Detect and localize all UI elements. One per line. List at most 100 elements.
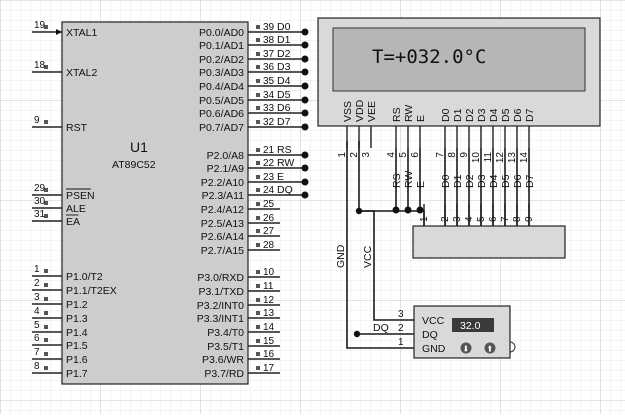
mcu-net-label: D4 — [277, 75, 291, 87]
mcu-pin-name: RST — [66, 122, 88, 134]
lcd-pin-number: 2 — [349, 152, 360, 158]
mcu-pin-name: P2.5/A13 — [201, 218, 244, 230]
mcu-pin-name: P2.0/A8 — [207, 150, 245, 162]
sensor-port-marker — [509, 341, 516, 353]
lcd-pin-label: D2 — [464, 108, 476, 122]
mcu-pin-number: 8 — [34, 361, 40, 372]
lcd-pin-label: RS — [391, 107, 403, 122]
pin-marker — [256, 175, 260, 179]
mcu-pin-name: P2.6/A14 — [201, 231, 244, 243]
pin-marker — [256, 161, 260, 165]
mcu-pin-name: P0.4/AD4 — [199, 81, 244, 93]
mcu-pin-number: 25 — [263, 199, 275, 210]
mcu-component[interactable]: U1 AT89C52 19XTAL118XTAL29RST29PSEN30ALE… — [32, 20, 309, 385]
pin-marker — [44, 311, 48, 315]
lcd-pin-label: E — [415, 115, 427, 122]
mcu-pin-number: 4 — [34, 306, 40, 317]
pin-marker — [44, 297, 48, 301]
mcu-left-pins: 19XTAL118XTAL29RST29PSEN30ALE31EA1P1.0/T… — [32, 20, 117, 380]
pin-marker — [44, 366, 48, 370]
sensor-pin-number: 3 — [398, 309, 404, 320]
lcd-pin-number: 9 — [459, 152, 470, 158]
mcu-pin-name: P1.7 — [66, 368, 88, 380]
mcu-pin-name: P3.3/INT1 — [197, 313, 244, 325]
pin-marker — [256, 65, 260, 69]
net-terminal-dot — [301, 82, 309, 90]
pin-marker — [256, 38, 260, 42]
lcd-pin-number: 11 — [483, 152, 494, 163]
lcd-bus-net-label: D7 — [524, 174, 536, 188]
mcu-pin-name: P0.0/AD0 — [199, 27, 244, 39]
mcu-pin-number: 36 — [263, 62, 275, 73]
lcd-component[interactable]: T=+032.0°C VSS1VDD2VEE3RS4RW5E6D07D18D29… — [317, 17, 601, 163]
mcu-pin-name: P1.4 — [66, 327, 88, 339]
pin-marker — [44, 269, 48, 273]
lcd-pin-label: VDD — [354, 99, 366, 122]
sensor-pin-label: VCC — [422, 315, 445, 327]
lcd-pin-number: 14 — [519, 152, 530, 164]
vcc-to-resistor-wire — [359, 210, 425, 226]
mcu-pin-name: P0.6/AD6 — [199, 108, 244, 120]
mcu-pin-number: 35 — [263, 76, 275, 87]
net-terminal-dot — [301, 68, 309, 76]
mcu-pin-name: P2.7/A15 — [201, 245, 244, 257]
mcu-pin-number: 10 — [263, 267, 275, 278]
pin-marker — [44, 188, 48, 192]
increase-temp-button[interactable] — [484, 342, 496, 354]
lcd-pin-number: 10 — [471, 152, 482, 164]
lcd-pin-label: D4 — [488, 108, 500, 122]
net-terminal-dot — [301, 109, 309, 117]
lcd-pin-label: D0 — [440, 108, 452, 122]
net-terminal-dot — [301, 164, 309, 172]
mcu-net-label: D3 — [277, 61, 291, 73]
pin-marker — [256, 216, 260, 220]
mcu-pin-number: 12 — [263, 295, 275, 306]
mcu-pin-name: P0.5/AD5 — [199, 95, 244, 107]
lcd-bus-net-label: RS — [391, 173, 403, 188]
mcu-pin-number: 6 — [34, 333, 40, 344]
lcd-pin-number: 5 — [398, 152, 409, 158]
lcd-pin-number: 7 — [435, 152, 446, 158]
lcd-bus-net-label: E — [415, 181, 427, 188]
net-terminal-dot — [392, 206, 400, 214]
sensor-dq-net-label: DQ — [373, 322, 389, 334]
net-terminal-dot — [301, 191, 309, 199]
mcu-pin-name: P2.1/A9 — [207, 163, 245, 175]
pin-marker — [256, 325, 260, 329]
decrease-temp-button[interactable] — [460, 342, 472, 354]
lcd-pins: VSS1VDD2VEE3RS4RW5E6D07D18D29D310D411D51… — [337, 99, 536, 163]
mcu-pin-number: 28 — [263, 240, 275, 251]
pin-marker — [256, 106, 260, 110]
lcd-bus-net-label: D2 — [464, 174, 476, 188]
net-terminal-dot — [301, 41, 309, 49]
lcd-pin-number: 1 — [337, 152, 348, 158]
mcu-pin-name: P1.6 — [66, 354, 88, 366]
lcd-pin-number: 4 — [386, 152, 397, 158]
lcd-pin-label: VSS — [342, 101, 354, 122]
mcu-pin-name: EA — [66, 216, 80, 228]
down-arrow-icon: ⬇ — [463, 345, 470, 354]
net-terminal-dot — [301, 123, 309, 131]
mcu-pin-name: P2.4/A12 — [201, 204, 244, 216]
pin-marker — [256, 366, 260, 370]
pin-marker — [256, 188, 260, 192]
sensor-pin-number: 1 — [398, 337, 404, 348]
mcu-net-label: D1 — [277, 34, 291, 46]
net-terminal-dot — [404, 206, 412, 214]
lcd-pin-label: D3 — [476, 108, 488, 122]
sensor-pin-label: DQ — [422, 329, 438, 341]
lcd-bus-net-label: D5 — [500, 174, 512, 188]
mcu-pin-number: 18 — [34, 60, 46, 71]
mcu-pin-number: 7 — [34, 347, 40, 358]
lcd-pin-number: 6 — [410, 152, 421, 158]
mcu-ref: U1 — [130, 139, 148, 155]
lcd-pin-label: D6 — [512, 108, 524, 122]
lcd-pin-label: D7 — [524, 108, 536, 122]
pin-marker — [44, 120, 48, 124]
mcu-pin-number: 9 — [34, 115, 40, 126]
net-terminal-dot — [301, 96, 309, 104]
mcu-pin-number: 24 — [263, 185, 275, 196]
